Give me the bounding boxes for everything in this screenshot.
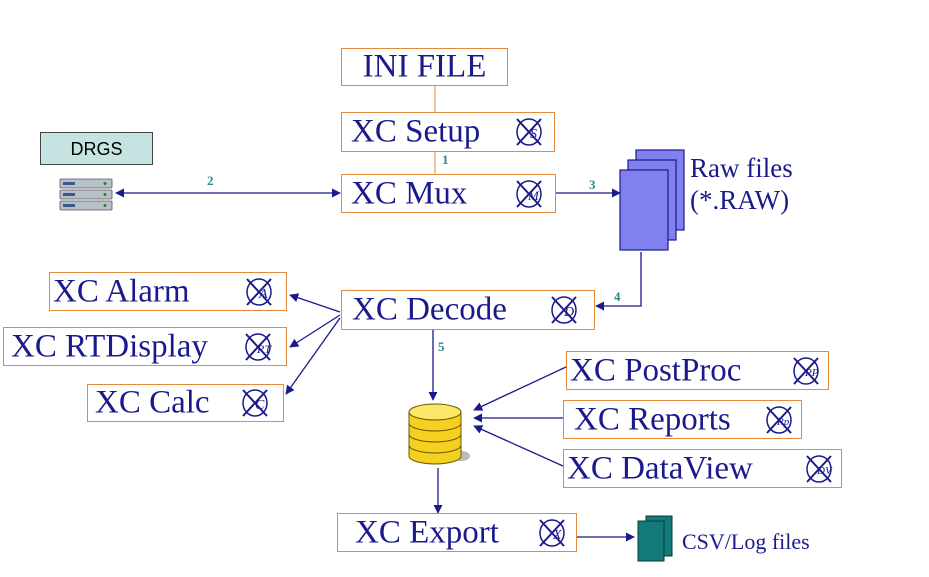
xc-setup-logo-letter: S <box>530 127 537 142</box>
decode-rtdisplay-arrow <box>289 314 341 348</box>
raw-files-icon <box>619 149 685 251</box>
xc-logo-icon: D <box>551 296 577 324</box>
server-icon <box>59 178 113 211</box>
xc-postproc-box: XC PostProc PP <box>566 351 829 390</box>
csv-files-caption: CSV/Log files <box>682 529 810 554</box>
xc-export-label: XC Export <box>355 514 499 550</box>
raw-files-caption: Raw files (*.RAW) <box>690 152 793 217</box>
xc-rtdisplay-box: XC RTDisplay RT <box>3 327 287 366</box>
xc-logo-icon: S <box>516 118 542 146</box>
xc-mux-label: XC Mux <box>351 175 468 211</box>
drgs-label: DRGS <box>70 138 123 159</box>
xc-logo-icon: X <box>539 519 565 547</box>
xc-reports-logo-letter: Rp <box>776 416 790 428</box>
raw-files-line1: Raw files <box>690 153 793 183</box>
xc-alarm-label: XC Alarm <box>53 273 190 309</box>
xc-postproc-label: XC PostProc <box>570 352 742 388</box>
drgs-box: DRGS <box>40 132 153 165</box>
ini-file-label: INI FILE <box>362 48 487 85</box>
decode-alarm-arrow <box>289 293 341 313</box>
postproc-db-arrow <box>473 366 567 411</box>
xc-decode-box: XC Decode D <box>341 290 595 330</box>
xc-logo-icon: DV <box>806 455 833 483</box>
xc-setup-box: XC Setup S <box>341 112 555 152</box>
flow-label-1: 1 <box>442 152 449 167</box>
xc-logo-icon: A <box>246 278 272 306</box>
ini-file-box: INI FILE <box>341 48 508 86</box>
xc-dataview-logo-letter: DV <box>816 465 833 477</box>
xc-logo-icon: Rp <box>766 406 792 434</box>
xc-reports-box: XC Reports Rp <box>563 400 802 439</box>
flow-label-4: 4 <box>614 289 621 304</box>
decode-calc-arrow <box>285 317 341 395</box>
xc-dataview-label: XC DataView <box>567 450 753 486</box>
xc-decode-label: XC Decode <box>352 291 507 328</box>
database-icon <box>408 403 470 465</box>
xc-calc-label: XC Calc <box>95 384 210 421</box>
flow-label-3: 3 <box>589 177 596 192</box>
xc-postproc-logo-letter: PP <box>804 367 819 379</box>
xc-logo-icon: PP <box>793 357 819 385</box>
dataview-db-arrow <box>473 425 564 467</box>
xc-reports-label: XC Reports <box>574 401 731 437</box>
xc-calc-box: XC Calc C <box>87 384 284 422</box>
raw-decode-arrow <box>595 252 642 311</box>
flow-label-2: 2 <box>207 173 214 188</box>
xc-dataview-box: XC DataView DV <box>563 449 842 488</box>
flow-label-5: 5 <box>438 339 445 354</box>
xc-export-box: XC Export X <box>337 513 577 552</box>
xc-rtdisplay-logo-letter: RT <box>256 342 272 356</box>
xc-alarm-logo-letter: A <box>258 287 268 302</box>
xc-rtdisplay-label: XC RTDisplay <box>11 328 208 364</box>
xc-logo-icon: M <box>516 180 542 208</box>
xc-calc-logo-letter: C <box>255 398 265 413</box>
xc-decode-logo-letter: D <box>563 305 574 320</box>
xc-logo-icon: RT <box>245 333 272 361</box>
xc-mux-box: XC Mux M <box>341 174 556 213</box>
xc-setup-label: XC Setup <box>351 113 481 150</box>
raw-files-line2: (*.RAW) <box>690 185 790 216</box>
xc-mux-logo-letter: M <box>527 188 540 203</box>
xc-alarm-box: XC Alarm A <box>49 272 287 311</box>
xc-export-logo-letter: X <box>552 528 562 543</box>
csv-files-icon <box>637 515 673 562</box>
xc-logo-icon: C <box>242 389 268 417</box>
